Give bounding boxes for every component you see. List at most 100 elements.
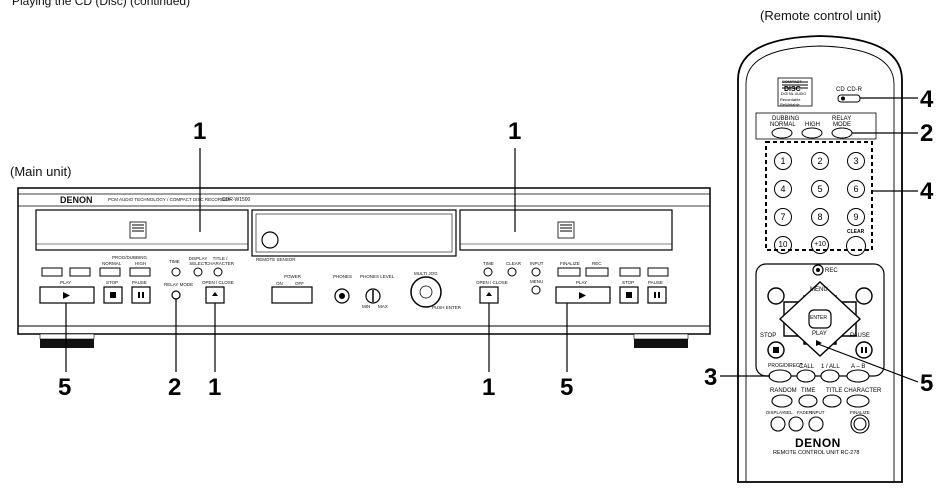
- remote-label-random: RANDOM: [770, 388, 797, 394]
- label-min: MIN: [362, 304, 371, 309]
- callout-2-relay-mode-remote: 2: [920, 120, 934, 147]
- callout-5-remote-play: 5: [920, 370, 934, 397]
- label-multi-jog: MULTI JOG: [414, 271, 438, 276]
- remote-logo-compact: COMPACT: [782, 79, 802, 84]
- remote-label-finalize: FINALIZE: [850, 410, 870, 415]
- left-small-buttons: [41, 267, 223, 277]
- numpad-button-plus10[interactable]: +10: [811, 236, 829, 254]
- remote-clear-button[interactable]: [846, 236, 866, 256]
- label-pause-left: PAUSE: [132, 280, 147, 285]
- remote-label-relay: RELAY: [832, 116, 852, 122]
- label-open-close-left: OPEN / CLOSE: [202, 280, 234, 285]
- label-finalize: FINALIZE: [560, 261, 580, 266]
- numpad-button-8[interactable]: 8: [811, 208, 829, 226]
- label-normal: NORMAL: [102, 261, 122, 266]
- label-time-right: TIME: [483, 261, 494, 266]
- power-switch: [271, 286, 313, 304]
- remote-label-stop: STOP: [760, 333, 777, 339]
- label-off: OFF: [295, 281, 304, 286]
- main-unit-caption: (Main unit): [10, 164, 72, 179]
- remote-label-cd: CD: [836, 87, 845, 93]
- callout-4-cd-switch: 4: [920, 86, 934, 113]
- remote-label-dubbing: DUBBING: [772, 116, 800, 122]
- main-unit-drawing: [17, 148, 711, 372]
- remote-label-title: TITLE: [826, 388, 843, 394]
- rewind-button: [767, 287, 785, 305]
- left-pause-button: [131, 286, 151, 304]
- right-cd-logo: [557, 221, 575, 239]
- label-stop-left: STOP: [106, 280, 119, 285]
- remote-logo-digital-audio: DIGITAL AUDIO: [781, 92, 807, 96]
- label-prog-dubbing: PROG/DUBBING: [112, 255, 148, 260]
- label-phones-level: PHONES LEVEL: [360, 274, 395, 279]
- callout-1-open-close-left: 1: [208, 374, 222, 401]
- remote-label-fader: FADER: [797, 410, 813, 415]
- label-display-select: DISPLAY SELECT: [188, 256, 208, 266]
- remote-unit-caption: (Remote control unit): [760, 8, 882, 23]
- remote-logo-rewritable: ReWritable: [780, 102, 800, 107]
- relay-mode-remote-button: [831, 127, 853, 139]
- remote-label-enter: ENTER: [810, 315, 827, 321]
- label-input: INPUT: [530, 261, 544, 266]
- numpad-button-6[interactable]: 6: [847, 180, 865, 198]
- numpad-button-2[interactable]: 2: [811, 152, 829, 170]
- remote-drawing: [720, 35, 919, 483]
- top-caption: Playing the CD (Disc) (continued): [12, 0, 191, 8]
- enter-button: [808, 309, 832, 329]
- high-button: [801, 127, 823, 139]
- callout-5-play-left: 5: [58, 374, 72, 401]
- numpad-button-10[interactable]: 10: [774, 236, 792, 254]
- callout-1-left-tray: 1: [193, 118, 207, 145]
- remote-label-prog-direct: PROG/DIRECT: [768, 363, 803, 369]
- numpad-button-3[interactable]: 3: [847, 152, 865, 170]
- left-disc-tray: [35, 209, 249, 251]
- remote-label-mode: MODE: [833, 122, 851, 128]
- relay-mode-button: [171, 290, 181, 300]
- label-on: ON: [276, 281, 283, 286]
- label-power: POWER: [284, 274, 302, 279]
- main-model: CDR-W1500: [222, 197, 251, 203]
- normal-button: [771, 127, 793, 139]
- callout-4-numpad: 4: [920, 178, 934, 205]
- main-leader-lines: [65, 148, 568, 372]
- label-title-character: TITLE / CHARACTER: [206, 256, 235, 266]
- label-clear: CLEAR: [506, 261, 522, 266]
- remote-label-input: INPUT: [811, 410, 825, 415]
- label-push-enter: PUSH ENTER: [432, 305, 462, 310]
- remote-model: REMOTE CONTROL UNIT RC-278: [773, 450, 860, 456]
- label-phones: PHONES: [333, 274, 353, 279]
- numpad-button-9[interactable]: 9: [847, 208, 865, 226]
- label-rec: REC: [592, 261, 602, 266]
- remote-label-display: DISPLAY: [766, 410, 785, 415]
- label-menu: MENU: [530, 279, 544, 284]
- remote-label-time: TIME: [801, 388, 816, 394]
- callout-1-open-close-right: 1: [482, 374, 496, 401]
- callout-1-right-tray: 1: [508, 118, 522, 145]
- numpad-button-4[interactable]: 4: [774, 180, 792, 198]
- remote-label-menu: MENU: [810, 287, 828, 293]
- ffwd-button: [855, 287, 873, 305]
- right-small-buttons: [483, 267, 669, 295]
- remote-label-call: CALL: [799, 364, 815, 370]
- label-stop-right: STOP: [622, 280, 635, 285]
- remote-pause-button: [855, 341, 873, 359]
- numpad-button-5[interactable]: 5: [811, 180, 829, 198]
- main-brand: DENON: [60, 195, 93, 205]
- remote-sensor: [261, 231, 279, 249]
- callout-3-prog-direct: 3: [704, 364, 718, 391]
- label-remote-sensor: REMOTE SENSOR: [256, 257, 296, 262]
- label-play-right: PLAY: [576, 280, 588, 285]
- remote-label-normal: NORMAL: [770, 122, 796, 128]
- numpad-button-1[interactable]: 1: [774, 152, 792, 170]
- remote-brand: DENON: [795, 436, 841, 450]
- label-play-left: PLAY: [60, 280, 72, 285]
- remote-label-a-b: A – B: [851, 364, 866, 370]
- remote-label-one-all: 1 / ALL: [821, 364, 840, 370]
- remote-label-cdr: CD-R: [847, 87, 862, 93]
- label-open-close-right: OPEN / CLOSE: [476, 280, 508, 285]
- remote-leader-lines: [720, 97, 919, 383]
- label-time-left: TIME: [169, 259, 180, 264]
- numpad-button-7[interactable]: 7: [774, 208, 792, 226]
- main-tagline: PCM AUDIO TECHNOLOGY / COMPACT DISC RECO…: [108, 197, 231, 202]
- left-cd-logo: [129, 221, 147, 239]
